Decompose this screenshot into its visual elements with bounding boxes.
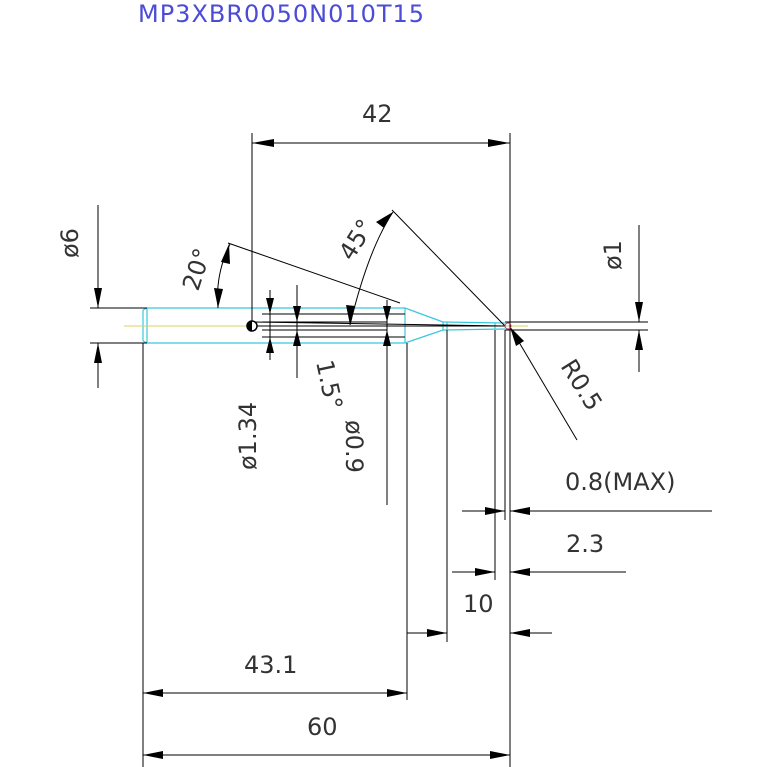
- dim-max-tip: 0.8(MAX): [565, 468, 675, 496]
- dim-neck-diameter-2: ø0.9: [340, 420, 368, 473]
- dim-shank-diameter: ø6: [56, 228, 84, 258]
- dim-overall-length: 60: [307, 713, 338, 741]
- arrowheads: [94, 139, 643, 759]
- dim-body-length: 43.1: [244, 651, 297, 679]
- dim-42: 42: [362, 100, 393, 128]
- dim-neck-length-2: 10: [463, 590, 494, 618]
- tip-marker: [504, 322, 512, 330]
- dim-neck-length-1: 2.3: [566, 530, 604, 558]
- part-number-title: MP3XBR0050N010T15: [138, 0, 425, 28]
- center-marker-fill: [247, 321, 252, 331]
- dim-tip-diameter: ø1: [599, 240, 627, 270]
- dim-neck-diameter-1: ø1.34: [234, 402, 262, 470]
